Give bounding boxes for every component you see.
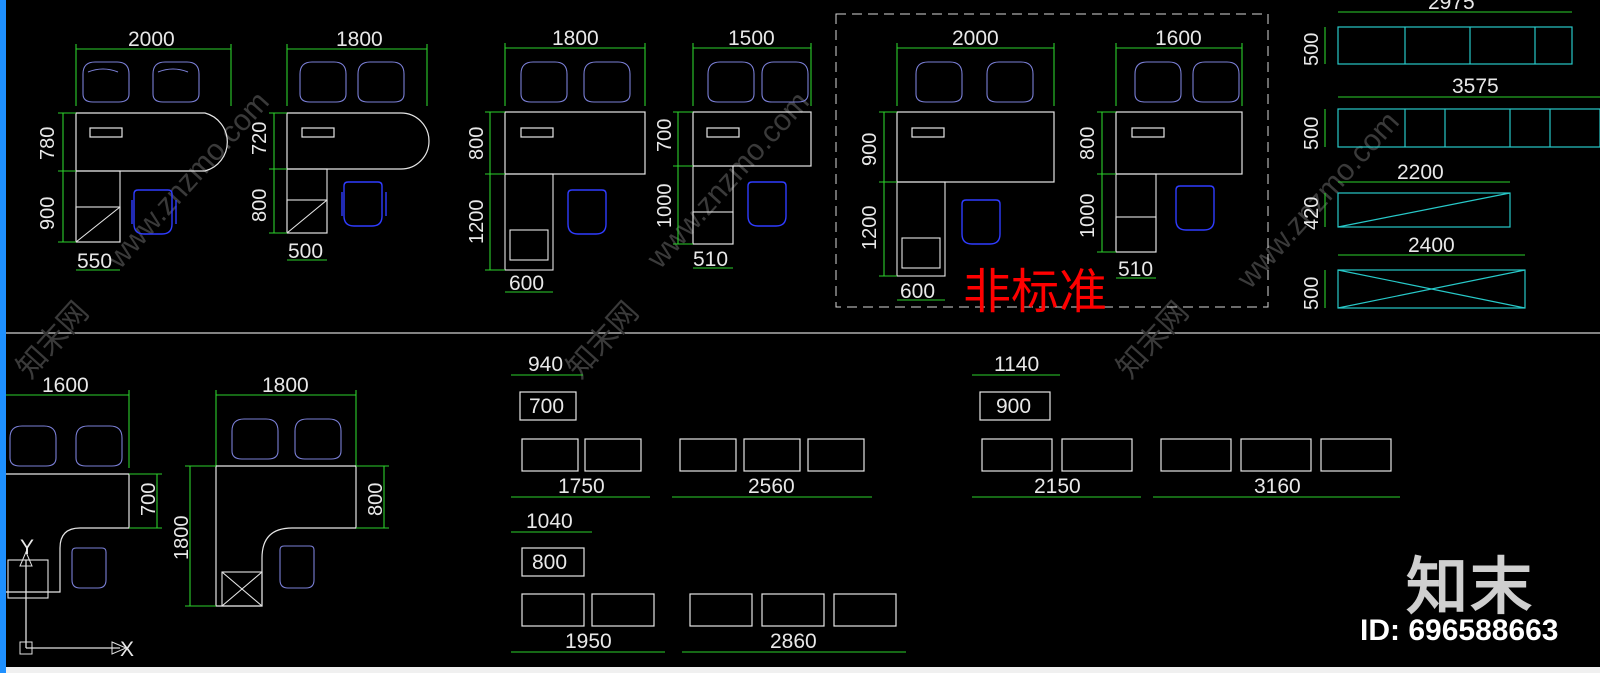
status-bar-strip	[6, 667, 1600, 673]
elevation-2400[interactable]: 2400 500	[1301, 234, 1526, 310]
svg-text:1600: 1600	[1155, 27, 1202, 50]
svg-text:1200: 1200	[859, 206, 881, 251]
svg-text:900: 900	[996, 395, 1031, 418]
svg-text:2560: 2560	[748, 475, 795, 498]
svg-text:知末网: 知末网	[11, 296, 96, 385]
run-2860[interactable]: 2860	[682, 593, 906, 653]
elevation-3575[interactable]: 3575 500	[1301, 75, 1600, 150]
svg-text:700: 700	[138, 483, 160, 516]
svg-text:知末网: 知末网	[561, 296, 646, 385]
screen-1040[interactable]: 1040 800	[511, 510, 592, 577]
svg-text:420: 420	[1301, 197, 1323, 230]
nonstd-desk-2000[interactable]: 2000 900 1200 600	[859, 27, 1055, 303]
elevation-2200[interactable]: 2200 420	[1301, 161, 1511, 230]
svg-text:2150: 2150	[1034, 475, 1081, 498]
svg-text:700: 700	[654, 119, 676, 152]
nonstandard-label: 非标准	[963, 264, 1108, 320]
svg-text:550: 550	[77, 250, 112, 273]
run-1950[interactable]: 1950	[511, 593, 665, 653]
svg-text:1750: 1750	[558, 475, 605, 498]
svg-text:500: 500	[1301, 33, 1323, 66]
svg-text:1140: 1140	[994, 353, 1039, 376]
svg-text:1800: 1800	[262, 374, 309, 397]
svg-text:510: 510	[693, 248, 728, 271]
svg-text:2975: 2975	[1428, 0, 1475, 14]
svg-text:780: 780	[37, 127, 59, 160]
run-2560[interactable]: 2560	[672, 438, 872, 498]
svg-text:2200: 2200	[1397, 161, 1444, 184]
svg-text:600: 600	[900, 280, 935, 303]
svg-text:1040: 1040	[526, 510, 573, 533]
svg-text:500: 500	[1301, 117, 1323, 150]
svg-text:900: 900	[859, 133, 881, 166]
svg-text:500: 500	[288, 240, 323, 263]
svg-text:800: 800	[365, 483, 387, 516]
svg-text:2000: 2000	[952, 27, 999, 50]
svg-text:3575: 3575	[1452, 75, 1499, 98]
run-3160[interactable]: 3160	[1153, 438, 1400, 498]
watermark-layer: www.znzmo.com www.znzmo.com www.znzmo.co…	[11, 85, 1406, 384]
svg-text:500: 500	[1301, 277, 1323, 310]
nonstandard-group-frame	[835, 13, 1269, 308]
watermark-id-label: ID: 696588663	[1360, 614, 1559, 647]
screen-1140[interactable]: 1140 900	[972, 353, 1060, 421]
corner-desk-1600[interactable]: 1600 700	[6, 374, 162, 599]
svg-text:2860: 2860	[770, 630, 817, 653]
svg-text:X: X	[120, 638, 134, 661]
svg-text:800: 800	[249, 189, 271, 222]
svg-text:1500: 1500	[728, 27, 775, 50]
svg-text:www.znzmo.com: www.znzmo.com	[100, 85, 276, 275]
run-2150[interactable]: 2150	[972, 438, 1141, 498]
svg-text:3160: 3160	[1254, 475, 1301, 498]
svg-text:知末网: 知末网	[1111, 296, 1196, 385]
svg-text:800: 800	[466, 127, 488, 160]
svg-text:1800: 1800	[552, 27, 599, 50]
svg-text:1600: 1600	[42, 374, 89, 397]
svg-text:2400: 2400	[1408, 234, 1455, 257]
svg-text:Y: Y	[20, 536, 34, 559]
screen-940[interactable]: 940 700	[511, 353, 583, 421]
svg-text:900: 900	[37, 197, 59, 230]
dim-width: 2000	[128, 28, 175, 51]
corner-desk-1800[interactable]: 1800 800 1800	[171, 374, 389, 607]
svg-text:600: 600	[509, 272, 544, 295]
svg-text:1800: 1800	[171, 516, 193, 561]
svg-text:800: 800	[532, 551, 567, 574]
svg-text:800: 800	[1077, 127, 1099, 160]
l-desk-2000[interactable]: 2000 780 900 550	[37, 28, 232, 273]
rect-desk-1500[interactable]: 1500 700 1000 510	[654, 27, 812, 271]
svg-text:www.znzmo.com: www.znzmo.com	[640, 85, 816, 275]
svg-text:510: 510	[1118, 258, 1153, 281]
run-1750[interactable]: 1750	[511, 438, 650, 498]
svg-text:1000: 1000	[1077, 194, 1099, 239]
ucs-icon: Y X	[19, 536, 134, 661]
nonstd-desk-1600[interactable]: 1600 800 1000 510	[1077, 27, 1243, 281]
rect-desk-1800[interactable]: 1800 800 1200 600	[466, 27, 646, 295]
svg-text:1000: 1000	[654, 184, 676, 229]
svg-text:940: 940	[528, 353, 563, 376]
l-desk-1800[interactable]: 1800 720 800 500	[249, 28, 430, 263]
svg-text:720: 720	[249, 122, 271, 155]
svg-text:1800: 1800	[336, 28, 383, 51]
brand-logo: 知末	[1406, 550, 1535, 623]
elevation-2975[interactable]: 2975 500	[1301, 0, 1573, 66]
viewport-left-edge	[0, 0, 6, 673]
svg-text:700: 700	[529, 395, 564, 418]
svg-text:1200: 1200	[466, 200, 488, 245]
svg-text:1950: 1950	[565, 630, 612, 653]
